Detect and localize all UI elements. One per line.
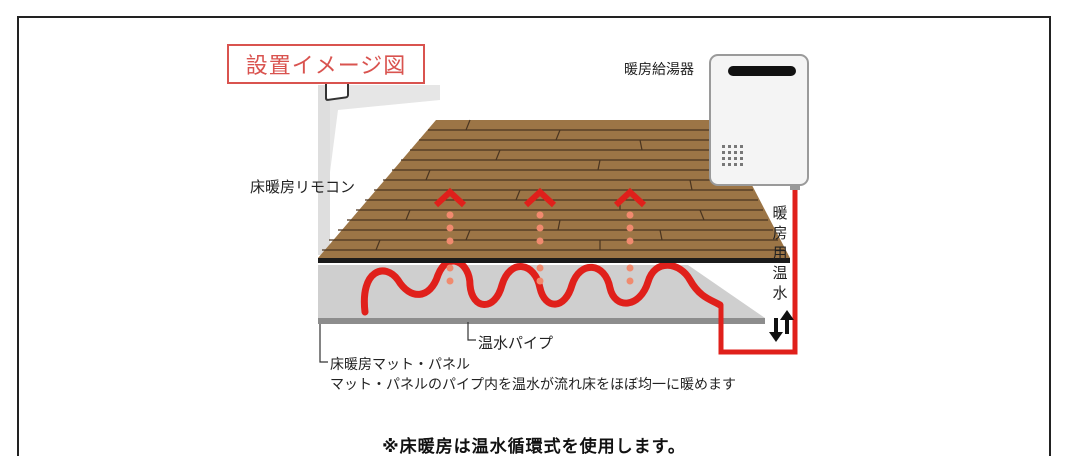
description-text: マット・パネルのパイプ内を温水が流れ床をほぼ均一に暖めます [330, 377, 736, 393]
hot-water-pipe-label: 温水パイプ [478, 334, 554, 352]
vertical-char: 暖 [772, 204, 788, 222]
wall-side [318, 85, 330, 255]
mat-panel-edge [318, 318, 765, 324]
mat-leader-line [319, 324, 328, 363]
wood-floor [318, 120, 790, 258]
vertical-label: 暖 房 用 温 水 [771, 203, 789, 303]
hot-water-pipe [360, 257, 724, 316]
vertical-char: 温 [772, 264, 788, 282]
vertical-char: 房 [772, 224, 788, 242]
supply-pipe [718, 190, 798, 355]
remote-label: 床暖房リモコン [250, 178, 356, 196]
vertical-char: 水 [772, 284, 788, 302]
vertical-char: 用 [772, 244, 788, 262]
footer-note: ※床暖房は温水循環式を使用します。 [382, 437, 686, 457]
heat-rising-icon [433, 187, 647, 285]
diagram-title: 設置イメージ図 [227, 44, 425, 84]
flow-arrow-icon [769, 310, 794, 342]
wall [318, 85, 440, 250]
floor-boards [322, 119, 784, 251]
water-heater-icon [709, 54, 809, 190]
mat-panel-label: 床暖房マット・パネル [330, 357, 470, 373]
pipe-leader-line [467, 322, 476, 341]
water-heater-label: 暖房給湯器 [624, 62, 694, 78]
floor-edge [318, 258, 790, 263]
